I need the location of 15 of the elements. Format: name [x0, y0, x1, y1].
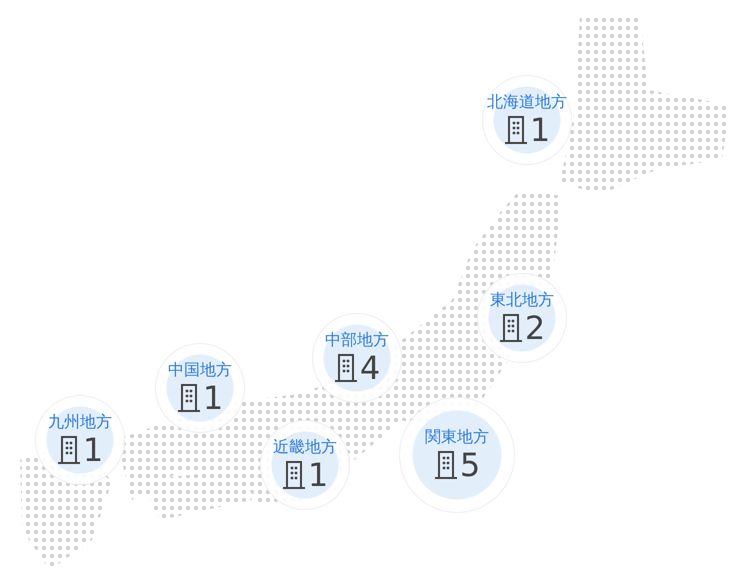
region-name: 中国地方: [168, 361, 232, 379]
region-name: 北海道地方: [487, 93, 567, 111]
office-count: 1: [202, 381, 224, 415]
office-count: 1: [82, 433, 104, 467]
region-circle: [35, 395, 125, 485]
region-name: 九州地方: [48, 413, 112, 431]
office-count: 4: [360, 351, 380, 385]
office-count: 1: [308, 458, 328, 492]
office-count: 2: [524, 311, 546, 345]
office-count: 1: [530, 113, 550, 147]
region-name: 東北地方: [490, 291, 554, 309]
region-name: 近畿地方: [273, 438, 337, 456]
region-name: 関東地方: [425, 428, 489, 446]
office-count: 5: [460, 448, 480, 482]
region-name: 中部地方: [325, 331, 389, 349]
